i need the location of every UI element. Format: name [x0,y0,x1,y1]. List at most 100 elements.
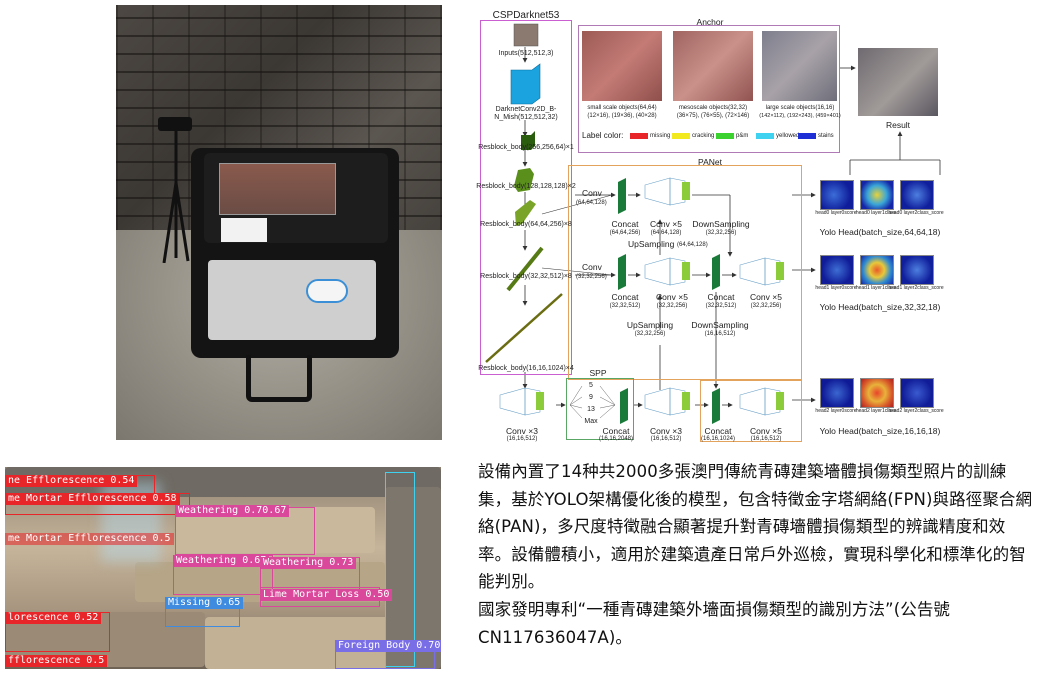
detection-label: Lime Mortar Loss 0.50 [260,589,393,601]
conv3-b: Conv ×3 [650,426,682,436]
resblock-1: Resblock_body(256,256,64)×1 [478,144,574,151]
detection-label: fflorescence 0.5 [5,655,108,667]
conv5-3-dim: (32,32,256) [750,303,782,309]
yolo-head-32: Yolo Head(batch_size,32,32,18) [819,302,941,312]
conv5-1: Conv ×5 [650,219,682,229]
downsampling-1-dim: (32,32,256) [705,230,737,236]
spp-pool: 5 [589,382,593,389]
head-map-label: head1 layer0score [815,285,857,291]
concat-3: Concat [707,292,735,302]
conv3-b-dim: (16,16,512) [650,436,682,442]
spp-concat-dim: (16,16,2048) [598,436,634,442]
spp-concat: Concat [602,426,630,436]
head2-class-map [860,378,894,408]
detection-label: Weathering 0.73 [260,557,357,569]
legend-label: cracking [692,133,715,139]
head-map-label: head0 layer0score [815,210,857,216]
description-paragraph: 設備內置了14种共2000多張澳門傳統青磚建築墻體損傷類型照片的訓練集，基於YO… [478,462,1033,592]
result-image [858,48,938,116]
bottom-concat: Concat [704,426,732,436]
backbone-conv: DarknetConv2D_B-N_Mish(512,512,32) [494,106,558,121]
conv3-a-dim: (16,16,512) [506,436,538,442]
detection-label: Weathering 0.70.67 [175,505,290,517]
anchor-small-image [582,31,662,101]
panet-conv-a-dim: (64,64,128) [576,200,607,206]
concat-3-dim: (32,32,512) [705,303,737,309]
upsampling-2-dim: (32,32,256) [634,331,666,337]
mouse-icon [306,279,348,303]
legend-label: stains [818,133,834,139]
concat-2-dim: (32,32,512) [609,303,641,309]
detection-label: me Mortar Efflorescence 0.5 [5,533,174,545]
head0-class-map [860,180,894,210]
detection-label: Foreign Body 0.70 [335,640,441,652]
spp-title: SPP [589,368,607,378]
head-map-label: head2 layer1class [855,408,897,414]
anchor-title: Anchor [696,17,724,27]
anchor-large-label: large scale objects(16,16) [765,105,835,111]
device-panel [208,260,376,340]
anchor-meso-image [673,31,753,101]
backbone-title: CSPDarknet53 [492,10,560,21]
head2-class-score-map [900,378,934,408]
backbone-frame [480,20,572,375]
anchor-large-image [762,31,837,101]
panet-conv-a: Conv [582,188,602,198]
detection-label: ne Efflorescence 0.54 [5,475,138,487]
spp-pool: 13 [587,406,595,413]
panet-conv-b-dim: (32,32,256) [576,274,607,280]
resblock-2: Resblock_body(128,128,128)×2 [476,183,576,190]
description: 設備內置了14种共2000多張澳門傳統青磚建築墻體損傷類型照片的訓練集，基於YO… [478,458,1034,651]
head0-score-map [820,180,854,210]
anchor-meso-label: mesoscale objects(32,32) [678,105,748,111]
detection-label: Weathering 0.67 [173,555,270,567]
yolo-head-16: Yolo Head(batch_size,16,16,18) [819,426,941,436]
yolo-head-64: Yolo Head(batch_size,64,64,18) [819,227,941,237]
conv5-2-dim: (32,32,256) [656,303,688,309]
panet-conv-b: Conv [582,262,602,272]
detection-label: lorescence 0.52 [5,612,102,624]
head-map-label: head0 layer1class [855,210,897,216]
legend: missing cracking p&m yellowed stains [630,132,835,142]
panet-title: PANet [698,157,722,167]
trolley-handle [246,355,312,402]
legend-swatch-cracking [672,133,690,139]
spp-frame [566,378,634,440]
detection-label: me Mortar Efflorescence 0.58 [5,493,180,505]
anchor-small-sizes: (12×16), (19×36), (40×28) [587,113,657,119]
anchor-frame [578,25,840,153]
legend-title: Label color: [582,131,624,140]
head1-class-map [860,255,894,285]
anchor-meso-sizes: (36×75), (76×55), (72×146) [676,113,750,119]
downsampling-1: DownSampling [692,219,750,229]
head2-score-map [820,378,854,408]
device-label-card [221,218,267,242]
bottom-concat-dim: (16,16,1024) [700,436,736,442]
concat-1: Concat [611,219,639,229]
spp-max: Max [584,418,598,425]
legend-swatch-yellowed [756,133,774,139]
legend-swatch-missing [630,133,648,139]
head-map-label: head1 layer2class_score [888,285,944,291]
legend-label: p&m [736,133,749,139]
bottom-conv5: Conv ×5 [750,426,782,436]
detection-result-photo: ne Efflorescence 0.54 me Mortar Efflores… [5,467,441,669]
patent-note: 國家發明專利“一種青磚建築外墻面損傷類型的識別方法”(公告號CN11763604… [478,599,951,647]
result-title: Result [885,120,911,130]
upsampling-2: UpSampling [626,320,674,330]
panet-frame [568,165,802,380]
spp-pool: 9 [589,394,593,401]
tripod-icon [162,123,190,263]
head-map-label: head2 layer0score [815,408,857,414]
downsampling-2: DownSampling [691,320,749,330]
panet-bottom-frame [700,380,802,442]
yolo-architecture-diagram: CSPDarknet53 Inputs(512,512,3) DarknetCo… [470,0,1037,448]
concat-2: Concat [611,292,639,302]
upsampling-1-dim: (64,64,128) [677,242,708,248]
head0-class-score-map [900,180,934,210]
resblock-3: Resblock_body(64,64,256)×8 [480,221,572,228]
downsampling-2-dim: (16,16,512) [704,331,736,337]
legend-swatch-pm [716,133,734,139]
conv3-a: Conv ×3 [506,426,538,436]
head-map-label: head0 layer2class_score [888,210,944,216]
